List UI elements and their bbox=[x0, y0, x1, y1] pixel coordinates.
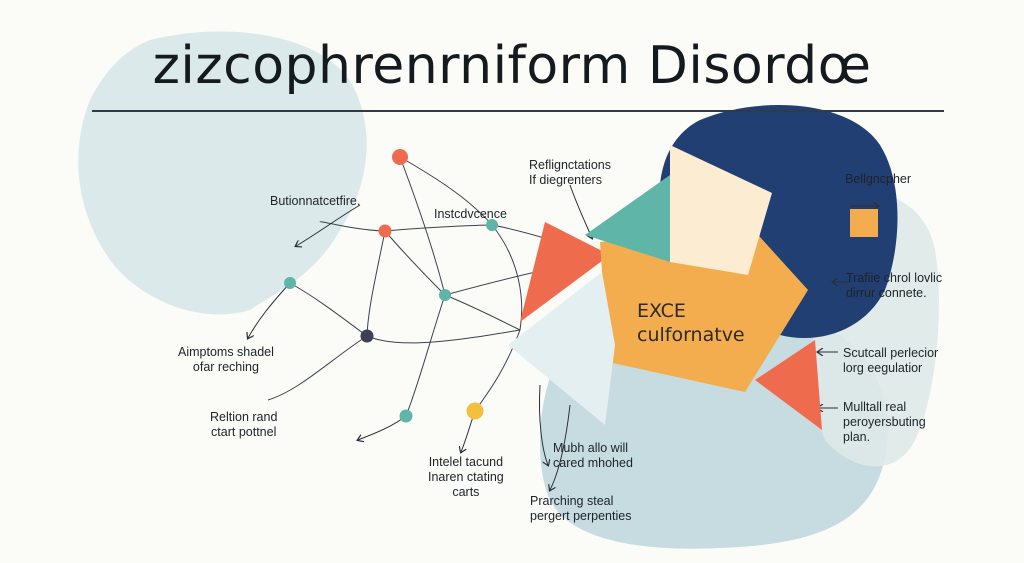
center-label-line2: culfornatve bbox=[637, 324, 745, 346]
label-intel-line2: Inaren ctating bbox=[428, 470, 504, 484]
label-right-traffic: Trafiie chrol lovlic dirrur connete. bbox=[846, 271, 942, 301]
label-intel-line3: carts bbox=[452, 485, 480, 499]
label-mubh: Mubh allo will cared mhohed bbox=[553, 441, 633, 471]
node-coral-mid bbox=[378, 224, 392, 238]
node-teal-2 bbox=[284, 277, 296, 289]
label-left-top-text: Butionnatcetfire. bbox=[270, 194, 361, 208]
label-right-multi: Mulltall real peroyersbuting plan. bbox=[843, 400, 926, 445]
network-nodes bbox=[284, 149, 498, 423]
coral-triangle-right bbox=[755, 340, 822, 430]
orange-small-square bbox=[850, 209, 878, 237]
label-right-multi-line1: Mulltall real bbox=[843, 400, 907, 414]
label-left-bottom: Reltion rand ctart pottnel bbox=[210, 410, 277, 440]
label-prarching-line1: Prarching steal bbox=[530, 494, 614, 508]
node-yellow bbox=[466, 402, 484, 420]
node-dark bbox=[360, 329, 374, 343]
label-right-top-text: Bellgncpher bbox=[845, 172, 912, 186]
label-right-multi-line3: plan. bbox=[843, 430, 871, 444]
page-title: zizcophrenrniform Disordœ bbox=[152, 36, 872, 96]
label-intel: Intelel tacund Inaren ctating carts bbox=[428, 455, 504, 500]
label-prarching-line2: pergert perpenties bbox=[530, 509, 632, 523]
label-left-middle-line1: Aimptoms shadel bbox=[178, 345, 274, 359]
label-right-scut: Scutcall perlecior lorg eegulatior bbox=[843, 346, 938, 376]
label-right-scut-line1: Scutcall perlecior bbox=[843, 346, 939, 360]
orange-arrow-shape bbox=[600, 226, 808, 392]
label-mubh-line2: cared mhohed bbox=[553, 456, 633, 470]
label-refl-line1: Reflignctations bbox=[529, 158, 611, 172]
label-right-top: Bellgncpher bbox=[845, 172, 911, 187]
center-label-line1: EXCE bbox=[637, 300, 686, 322]
label-intel-line1: Intelel tacund bbox=[428, 455, 504, 469]
node-teal-3 bbox=[439, 289, 451, 301]
label-instcd-text: Instcdvcence bbox=[434, 207, 507, 221]
label-refl-line2: If diegrenters bbox=[529, 173, 602, 187]
label-right-traffic-line2: dirrur connete. bbox=[846, 286, 927, 300]
node-teal-1 bbox=[486, 219, 498, 231]
label-left-bottom-line2: ctart pottnel bbox=[211, 425, 277, 439]
label-mubh-line1: Mubh allo will bbox=[553, 441, 629, 455]
node-coral-top bbox=[392, 149, 408, 165]
label-right-scut-line2: lorg eegulatior bbox=[843, 361, 923, 375]
label-left-middle: Aimptoms shadel ofar reching bbox=[178, 345, 274, 375]
label-right-traffic-line1: Trafiie chrol lovlic bbox=[846, 271, 943, 285]
label-refl: Reflignctations If diegrenters bbox=[529, 158, 611, 188]
label-prarching: Prarching steal pergert perpenties bbox=[530, 494, 631, 524]
label-left-top: Butionnatcetfire. bbox=[270, 194, 360, 209]
label-right-multi-line2: peroyersbuting bbox=[843, 415, 926, 429]
node-teal-4 bbox=[399, 409, 413, 423]
center-label: EXCE culfornatve bbox=[637, 299, 745, 347]
coral-triangle-left bbox=[520, 222, 610, 322]
central-shapes bbox=[508, 145, 878, 430]
label-instcd: Instcdvcence bbox=[434, 207, 507, 222]
title-underline bbox=[92, 110, 944, 112]
label-left-bottom-line1: Reltion rand bbox=[210, 410, 278, 424]
cream-square bbox=[670, 145, 772, 275]
label-left-middle-line2: ofar reching bbox=[192, 360, 259, 374]
pale-quad bbox=[508, 272, 615, 425]
teal-triangle bbox=[585, 175, 670, 262]
